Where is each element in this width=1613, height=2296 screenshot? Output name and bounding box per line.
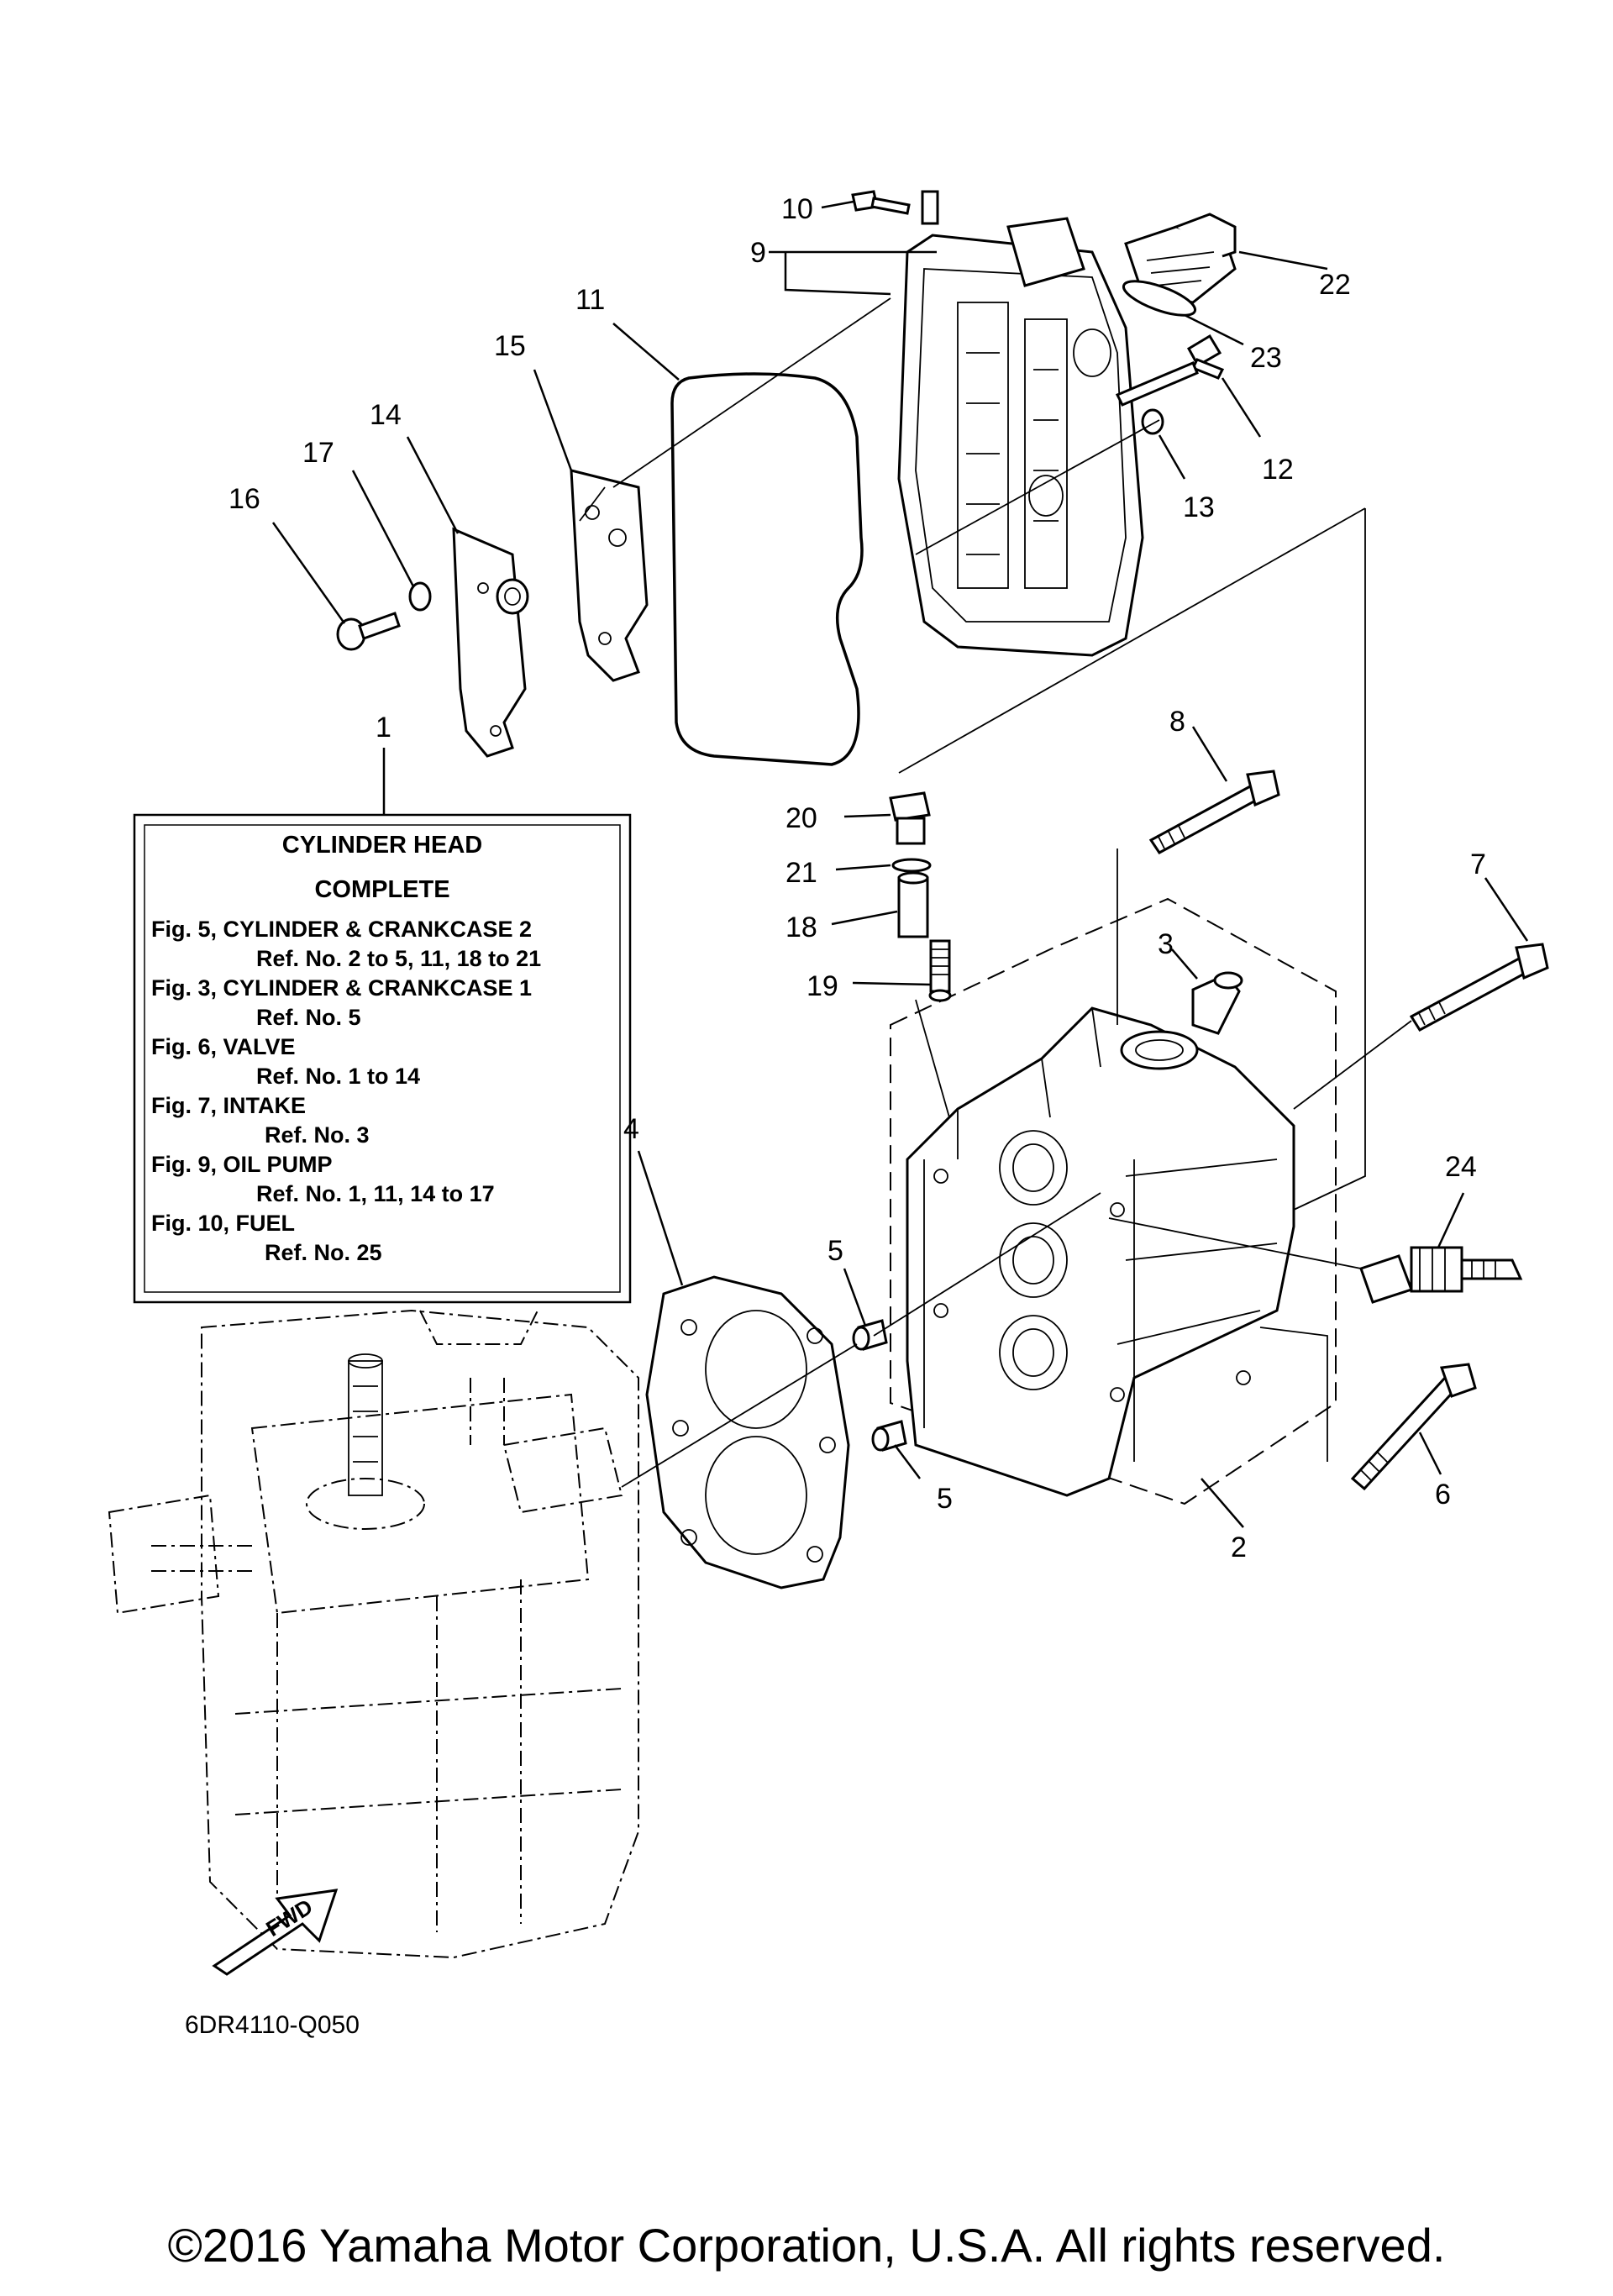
box-line: Fig. 5, CYLINDER & CRANKCASE 2	[151, 917, 532, 942]
callout-8: 8	[1169, 706, 1185, 738]
part-23-o-ring	[1122, 280, 1197, 317]
box-title-1: CYLINDER HEAD	[282, 832, 482, 859]
part-24-spark-plug	[1359, 1246, 1523, 1304]
part-5-dowel-lower	[871, 1420, 907, 1452]
callout-22: 22	[1319, 269, 1351, 301]
callout-21: 21	[785, 857, 817, 889]
callout-5-upper: 5	[828, 1235, 843, 1267]
part-20-plug	[889, 791, 931, 845]
box-line: Ref. No. 1 to 14	[256, 1064, 420, 1089]
callout-13: 13	[1183, 491, 1215, 523]
part-10-bolt	[851, 190, 939, 225]
fwd-arrow	[212, 1889, 339, 1976]
part-18-sleeve	[897, 871, 929, 938]
box-line: Ref. No. 1, 11, 14 to 17	[256, 1181, 495, 1206]
callout-20: 20	[785, 802, 817, 834]
part-3-fitting	[1191, 971, 1243, 1035]
part-6-bolt	[1350, 1363, 1477, 1491]
box-line: Fig. 3, CYLINDER & CRANKCASE 1	[151, 975, 532, 1001]
part-17-washer	[408, 581, 432, 612]
callout-15: 15	[494, 330, 526, 362]
part-14-plate	[452, 527, 527, 758]
callout-18: 18	[785, 912, 817, 943]
box-line: Ref. No. 2 to 5, 11, 18 to 21	[256, 946, 541, 971]
callout-14: 14	[370, 399, 402, 431]
engine-block-ghost	[108, 1309, 639, 1959]
cylinder-head-complete-box	[133, 813, 632, 1304]
part-7-bolt	[1409, 943, 1549, 1032]
callout-4: 4	[623, 1113, 639, 1145]
part-5-dowel-upper	[852, 1319, 888, 1351]
leader-lines	[271, 200, 1529, 1528]
callout-24: 24	[1445, 1151, 1477, 1183]
callout-1: 1	[376, 712, 391, 743]
part-4-head-gasket	[645, 1275, 850, 1589]
box-line: Fig. 9, OIL PUMP	[151, 1152, 333, 1177]
box-line: Ref. No. 5	[256, 1005, 361, 1030]
callout-5-lower: 5	[937, 1483, 953, 1515]
part-16-screw	[336, 612, 401, 651]
part-12-bolt	[1115, 334, 1225, 407]
part-21-o-ring	[891, 858, 932, 873]
callout-labels: 10 9 22 23 12 13 11 15 14 17 16 1 8 20 2…	[229, 193, 1486, 1563]
box-line: Fig. 10, FUEL	[151, 1211, 295, 1236]
box-line: Fig. 6, VALVE	[151, 1034, 296, 1059]
part-13-washer	[1141, 408, 1164, 435]
part-8-bolt	[1148, 770, 1280, 854]
callout-23: 23	[1250, 342, 1282, 374]
callout-17: 17	[302, 437, 334, 469]
copyright-notice: ©2016 Yamaha Motor Corporation, U.S.A. A…	[167, 2219, 1446, 2272]
callout-11: 11	[575, 284, 605, 316]
part-19-pin	[928, 939, 952, 1002]
callout-2: 2	[1231, 1532, 1247, 1563]
callout-9: 9	[750, 237, 766, 269]
callout-6: 6	[1435, 1479, 1451, 1511]
part-11-gasket	[670, 372, 864, 766]
callout-16: 16	[229, 483, 260, 515]
box-title-2: COMPLETE	[314, 876, 449, 903]
box-text: CYLINDER HEAD COMPLETE Fig. 5, CYLINDER …	[151, 832, 541, 1265]
box-line: Ref. No. 25	[265, 1240, 382, 1265]
callout-19: 19	[806, 970, 838, 1002]
box-line: Fig. 7, INTAKE	[151, 1093, 306, 1118]
diagram-code: 6DR4110-Q050	[185, 2011, 360, 2039]
callout-3: 3	[1158, 928, 1174, 960]
cylinder-head-cover	[897, 217, 1144, 657]
box-line: Ref. No. 3	[265, 1122, 370, 1148]
part-2-cylinder-head	[906, 1006, 1295, 1497]
part-15-plate	[570, 469, 649, 682]
callout-12: 12	[1262, 454, 1294, 486]
callout-7: 7	[1470, 849, 1486, 880]
callout-10: 10	[781, 193, 813, 225]
